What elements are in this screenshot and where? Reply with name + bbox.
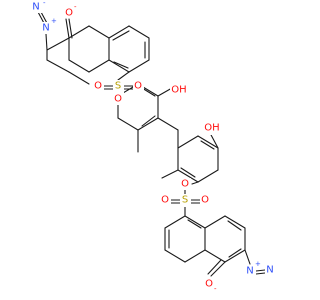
bond-line	[180, 167, 196, 178]
bond-line	[113, 61, 129, 69]
bond-line	[197, 135, 219, 149]
bond-line	[128, 59, 150, 73]
bond-line	[204, 249, 226, 263]
bond-line	[255, 272, 266, 275]
bond-line	[161, 169, 179, 179]
bond-line	[224, 249, 246, 263]
bond-line	[187, 219, 202, 229]
atom-label: N	[246, 266, 253, 277]
charge-label: -	[43, 0, 46, 7]
bond-line	[164, 249, 186, 263]
bond-line	[46, 59, 70, 73]
bond-line	[209, 132, 219, 149]
atom-n-bottom-terminal: N	[265, 264, 276, 276]
bond-line	[200, 140, 215, 150]
bond-line	[255, 269, 266, 272]
bond-line	[204, 215, 226, 229]
atom-label: N	[32, 2, 39, 13]
atom-label: O	[181, 179, 189, 190]
bond-line	[224, 215, 246, 229]
atom-o-sulfonyl-top-left: O	[93, 80, 104, 93]
bond-line	[46, 37, 70, 51]
atom-label: O	[205, 279, 213, 290]
bond-line	[210, 261, 226, 277]
bond-line	[177, 135, 199, 149]
atom-s-bottom: S	[180, 194, 191, 207]
atom-label: OH	[171, 85, 186, 96]
bond-line	[117, 117, 139, 131]
bond-line	[117, 71, 130, 81]
atom-label: S	[182, 195, 188, 206]
charge-label: +	[255, 260, 261, 268]
bond-line	[68, 59, 90, 73]
bond-line	[108, 59, 130, 73]
bond-line	[88, 59, 110, 73]
atom-n-plus-bottom: N +	[245, 260, 261, 277]
atom-label: N	[266, 265, 273, 276]
bond-line	[157, 117, 179, 131]
bond-line	[184, 249, 206, 263]
bond-line	[88, 25, 110, 39]
bond-line	[65, 18, 70, 39]
bond-line	[227, 220, 242, 231]
bond-lines	[37, 11, 266, 277]
bond-line	[137, 117, 159, 131]
atom-o-sulfonyl-bottom-left: O	[160, 194, 171, 207]
bond-line	[68, 18, 73, 39]
atom-o-sulfonyl-bottom-right: O	[200, 194, 211, 207]
charge-label: -	[214, 285, 217, 293]
atom-o-minus-top: O -	[64, 3, 77, 19]
atom-label: O	[134, 81, 142, 92]
atom-oh-bottom: OH	[203, 122, 221, 135]
bond-line	[68, 71, 90, 85]
chemical-structure-diagram: O - N + N - S O O O OH OH O	[31, 0, 276, 293]
bond-line	[184, 215, 206, 229]
bond-line	[191, 181, 199, 185]
bond-line	[112, 30, 130, 41]
bond-line	[157, 87, 173, 97]
atom-label: O	[201, 195, 209, 206]
bond-line	[164, 215, 186, 229]
atom-s-top: S	[113, 80, 124, 93]
bond-line	[228, 248, 242, 258]
bond-line	[68, 25, 90, 39]
bond-line	[45, 33, 48, 51]
atom-label: O	[94, 81, 102, 92]
atom-label: O	[161, 195, 169, 206]
bond-line	[177, 169, 199, 183]
atom-n-plus-top: N +	[41, 17, 57, 34]
atom-o-ester-top: O	[113, 93, 124, 105]
atom-label: N	[42, 23, 49, 34]
charge-label: +	[51, 17, 57, 25]
bond-line	[244, 249, 251, 265]
atom-o-sulfonyl-top-right: O	[133, 80, 144, 93]
atom-o-ester-bottom: O	[180, 178, 191, 190]
atom-label: O	[65, 8, 73, 19]
atom-n-top-terminal: N -	[31, 0, 46, 13]
atom-o-minus-bottom: O -	[204, 278, 217, 293]
charge-label: -	[74, 3, 77, 11]
atom-label: OH	[204, 123, 219, 134]
atom-label: O	[114, 94, 122, 105]
bond-line	[207, 259, 222, 275]
bond-line	[128, 25, 150, 39]
atom-label: S	[115, 81, 121, 92]
atom-oh-top: OH	[170, 84, 188, 97]
bond-line	[108, 25, 130, 39]
bond-line	[141, 115, 156, 127]
bond-line	[197, 169, 219, 183]
bond-line	[141, 87, 156, 97]
